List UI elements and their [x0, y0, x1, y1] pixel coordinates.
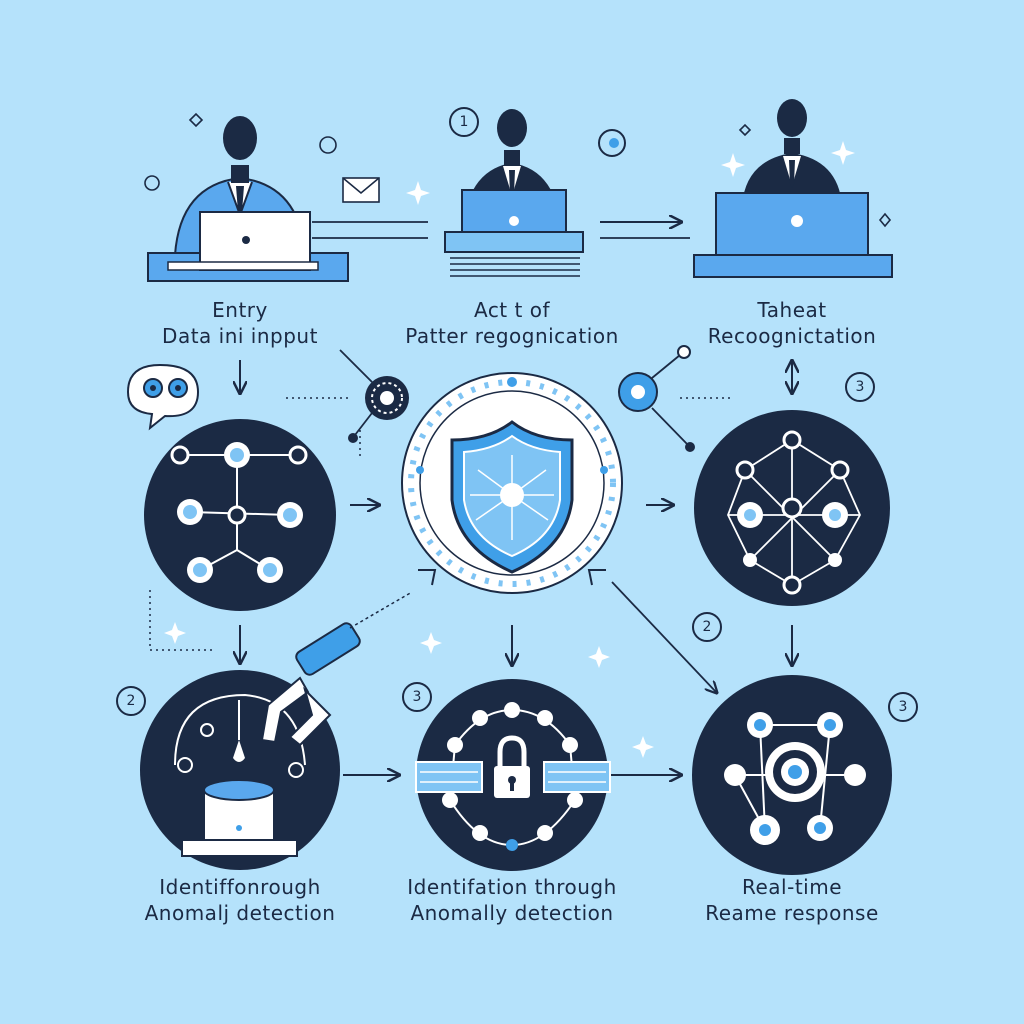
label-anomaly-left: Identiffonrough Anomalj detection — [110, 874, 370, 926]
response-circle — [692, 675, 892, 875]
step-badge: 3 — [402, 682, 432, 712]
lock-icon — [494, 735, 530, 798]
top-decorations — [144, 112, 892, 228]
eye-bubble-icon — [126, 363, 200, 431]
label-anomaly-mid: Identifation through Anomally detection — [372, 874, 652, 926]
person-laptop-threat — [693, 99, 893, 278]
label-anomaly-left-line2: Anomalj detection — [144, 901, 336, 925]
step-badge: 3 — [888, 692, 918, 722]
label-threat: Taheat Recoognictation — [672, 297, 912, 349]
person-laptop-pattern — [444, 109, 584, 277]
label-entry-line2: Data ini inpput — [162, 324, 318, 348]
step-badge: 3 — [845, 372, 875, 402]
label-threat-line1: Taheat — [757, 298, 827, 322]
step-badge: 1 — [449, 107, 479, 137]
label-realtime: Real-time Reame response — [672, 874, 912, 926]
label-realtime-line2: Reame response — [705, 901, 879, 925]
label-pattern-line2: Patter regognication — [405, 324, 619, 348]
node-icon — [618, 345, 695, 452]
probe-tool-icon — [260, 591, 413, 747]
shield-hub — [401, 372, 623, 594]
step-badge: 2 — [692, 612, 722, 642]
network-circle-3 — [694, 410, 890, 606]
label-entry-line1: Entry — [212, 298, 268, 322]
label-anomaly-mid-line2: Anomally detection — [410, 901, 614, 925]
label-realtime-line1: Real-time — [741, 875, 843, 899]
label-pattern-line1: Act t of — [473, 298, 550, 322]
step-badge: 2 — [116, 686, 146, 716]
label-anomaly-mid-line1: Identifation through — [407, 875, 617, 899]
person-laptop-entry — [147, 116, 349, 282]
gear-icon — [339, 349, 409, 443]
scanner-circle — [140, 670, 340, 870]
label-entry: Entry Data ini inpput — [120, 297, 360, 349]
label-threat-line2: Recoognictation — [707, 324, 877, 348]
network-circle-1 — [144, 419, 336, 611]
label-anomaly-left-line1: Identiffonrough — [159, 875, 321, 899]
label-pattern: Act t of Patter regognication — [372, 297, 652, 349]
